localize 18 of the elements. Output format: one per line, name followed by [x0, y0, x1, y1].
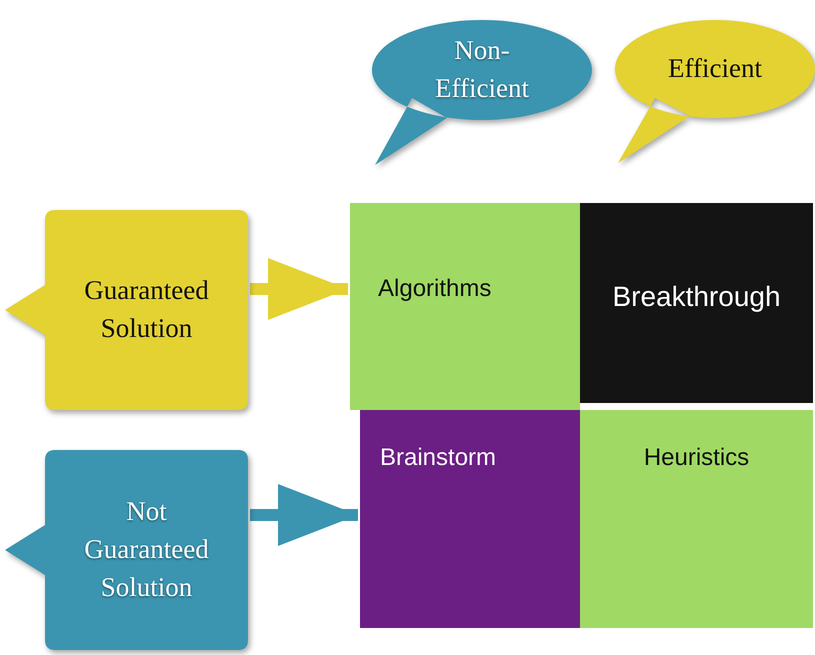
quadrant-cell — [580, 203, 813, 403]
label-text: Breakthrough — [612, 281, 781, 313]
label-text: Guaranteed Solution — [83, 274, 210, 345]
callout-box — [5, 210, 248, 410]
quadrant-cell — [580, 410, 813, 628]
quadrant-cell — [360, 410, 580, 628]
label-text: Not Guaranteed Solution — [83, 495, 210, 604]
callout-box — [5, 450, 248, 650]
label-text: Heuristics — [644, 444, 750, 472]
arrow — [250, 258, 348, 320]
label-text: Brainstorm — [380, 444, 496, 472]
speech-bubble — [615, 20, 815, 165]
label-text: Non- Efficient — [434, 34, 530, 105]
quadrant-cell — [350, 203, 580, 410]
label-text: Efficient — [667, 52, 763, 86]
arrow — [250, 484, 358, 546]
label-text: Algorithms — [378, 275, 492, 303]
speech-bubble — [372, 20, 592, 168]
